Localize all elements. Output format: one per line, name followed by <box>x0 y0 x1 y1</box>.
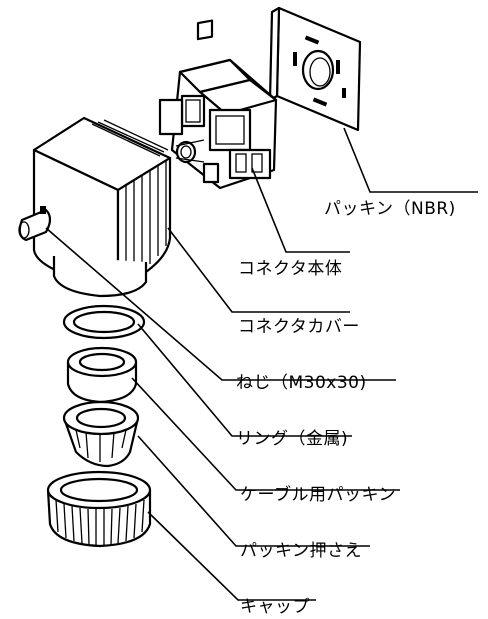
leader-packing-retainer <box>137 435 370 547</box>
label-connector-cover: コネクタカバー <box>238 317 360 337</box>
leader-cable-packing <box>131 377 400 491</box>
cap-part <box>46 470 152 548</box>
connector-body-part <box>158 19 278 190</box>
label-cable-packing: ケーブル用パッキン <box>240 484 396 505</box>
leader-packing-nbr <box>343 127 478 193</box>
leader-cap <box>147 511 316 601</box>
leader-ring-metal <box>137 323 352 437</box>
label-packing-nbr: パッキン（NBR) <box>324 199 456 219</box>
ring-metal-part <box>66 346 138 404</box>
connector-cover-part <box>18 116 172 298</box>
labels: パッキン（NBR) コネクタ本体 コネクタカバー ねじ（M30x30) リング（… <box>236 199 456 617</box>
leader-screw <box>45 227 396 381</box>
o-ring-part <box>62 304 146 340</box>
label-connector-body: コネクタ本体 <box>238 259 342 279</box>
leader-connector-cover <box>167 227 350 313</box>
label-screw: ねじ（M30x30) <box>236 373 367 393</box>
label-ring-metal: リング（金属) <box>236 429 348 449</box>
cable-packing-part <box>62 400 140 468</box>
leader-connector-body <box>251 167 350 253</box>
leader-lines <box>45 127 478 601</box>
label-packing-retainer: パッキン押さえ <box>240 541 362 561</box>
packing-nbr-part <box>268 6 362 132</box>
label-cap: キャップ <box>240 597 310 617</box>
